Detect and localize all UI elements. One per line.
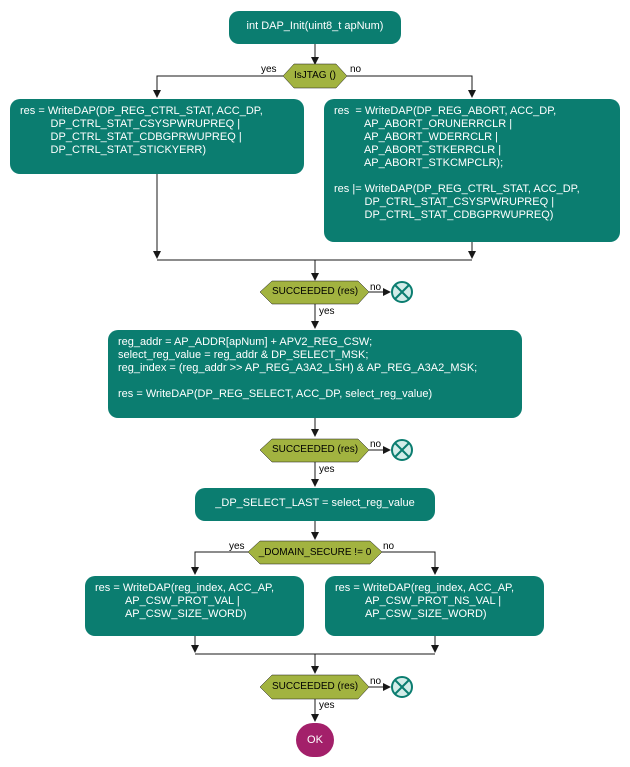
action-select-write: reg_addr = AP_ADDR[apNum] + APV2_REG_CSW… (108, 330, 522, 418)
decision-ok2-yes-label: yes (319, 464, 335, 475)
edge-isjtag-no (347, 75, 476, 98)
edge-secure-yes (191, 551, 252, 575)
decision-ok3-label: SUCCEEDED (res) (271, 681, 359, 692)
stop-icon (391, 676, 413, 698)
decision-ok2-shape (259, 438, 370, 463)
decision-secure-no-label: no (383, 541, 395, 552)
decision-ok1-no-label: no (370, 282, 382, 293)
decision-isjtag-yes-label: yes (261, 64, 277, 75)
decision-ok2-no-label: no (370, 439, 382, 450)
decision-ok2-label: SUCCEEDED (res) (271, 444, 359, 455)
action-jtag-write: res = WriteDAP(DP_REG_CTRL_STAT, ACC_DP,… (10, 99, 304, 174)
action-swd-write: res = WriteDAP(DP_REG_ABORT, ACC_DP, AP_… (324, 99, 620, 242)
action-select-last: _DP_SELECT_LAST = select_reg_value (195, 488, 435, 521)
start-node: int DAP_Init(uint8_t apNum) (229, 11, 401, 44)
decision-ok3-yes-label: yes (319, 700, 335, 711)
decision-ok3-shape (259, 674, 370, 700)
decision-isjtag-shape (282, 63, 348, 89)
decision-secure-yes-label: yes (229, 541, 245, 552)
decision-isjtag-label: IsJTAG () (293, 70, 337, 81)
edge-secure-no (378, 551, 439, 575)
decision-ok1-label: SUCCEEDED (res) (271, 286, 359, 297)
decision-isjtag-no-label: no (350, 64, 362, 75)
decision-secure-shape (247, 540, 383, 565)
stop-icon (391, 281, 413, 303)
decision-ok1-shape (259, 280, 370, 305)
decision-ok3-no-label: no (370, 676, 382, 687)
action-nonsecure-write: res = WriteDAP(reg_index, ACC_AP, AP_CSW… (325, 576, 544, 636)
action-secure-write: res = WriteDAP(reg_index, ACC_AP, AP_CSW… (85, 576, 304, 636)
end-node-ok: OK (296, 723, 334, 757)
edge-isjtag-yes (153, 75, 283, 98)
decision-ok1-yes-label: yes (319, 306, 335, 317)
stop-icon (391, 439, 413, 461)
decision-secure-label: _DOMAIN_SECURE != 0 (258, 547, 372, 558)
